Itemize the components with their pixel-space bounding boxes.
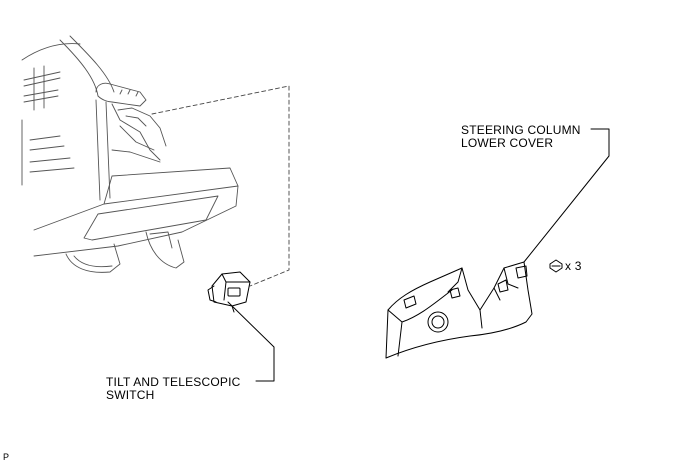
dashed-leader: [151, 85, 290, 287]
clip-screw-icon: [549, 259, 563, 273]
tilt-switch-label-line2: SWITCH: [106, 388, 155, 402]
steering-cover-label-line2: LOWER COVER: [461, 136, 554, 150]
tilt-switch-leader: [227, 301, 275, 382]
steering-cover-label: STEERING COLUMN LOWER COVER: [461, 124, 581, 150]
tilt-telescopic-switch-part: [207, 271, 251, 313]
dashboard-lower-panel: [21, 35, 239, 273]
cover-leader: [523, 128, 610, 263]
steering-cover-label-line1: STEERING COLUMN: [461, 123, 581, 137]
clip-count-label: x 3: [565, 259, 582, 273]
tilt-switch-label: TILT AND TELESCOPIC SWITCH: [106, 376, 241, 402]
reference-code: P: [3, 452, 10, 462]
tilt-switch-label-line1: TILT AND TELESCOPIC: [106, 375, 241, 389]
steering-column-lower-cover-part: [385, 261, 533, 359]
